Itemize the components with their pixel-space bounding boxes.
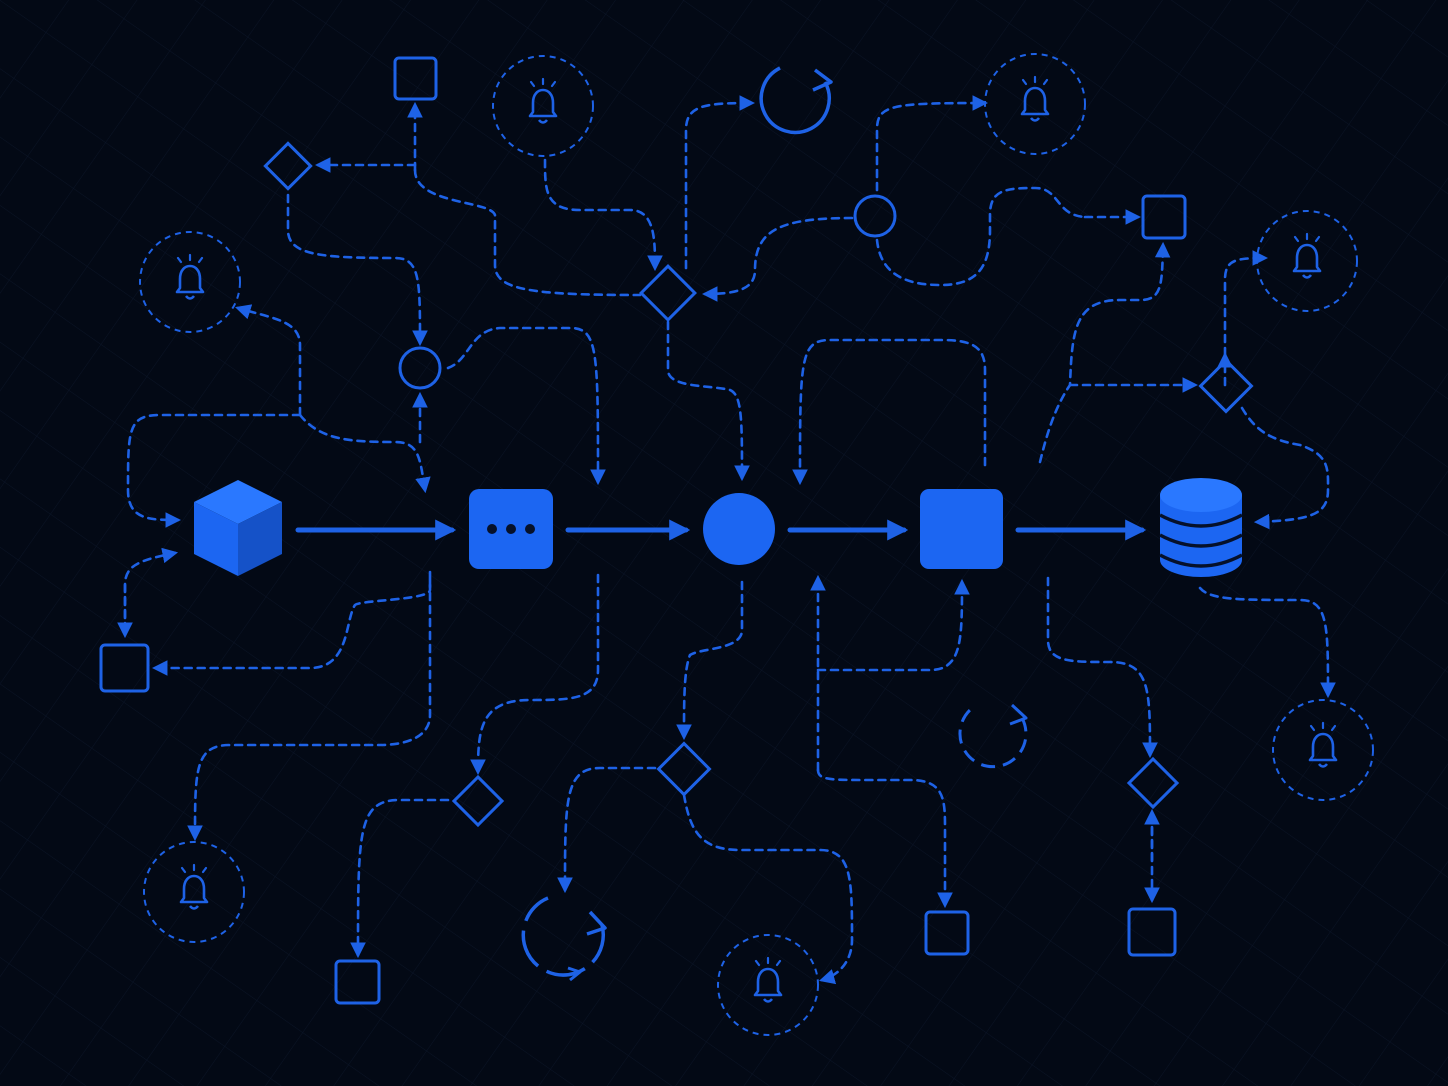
circle-node-icon[interactable]: [703, 493, 775, 565]
square-icon[interactable]: [99, 643, 150, 693]
square-node-icon[interactable]: [920, 489, 1003, 569]
bell-icon[interactable]: [717, 934, 819, 1036]
circle-icon[interactable]: [853, 194, 897, 238]
bell-icon[interactable]: [984, 53, 1086, 155]
square-icon[interactable]: [1127, 907, 1177, 957]
database-icon[interactable]: [1159, 478, 1243, 577]
bell-icon[interactable]: [1272, 699, 1374, 801]
bell-icon[interactable]: [1256, 210, 1358, 312]
diamond-icon[interactable]: [656, 741, 712, 797]
bell-icon[interactable]: [492, 55, 594, 157]
refresh-icon[interactable]: [521, 896, 607, 982]
cube-icon[interactable]: [194, 480, 282, 576]
circle-icon[interactable]: [398, 346, 442, 390]
menu-dots-icon[interactable]: [469, 489, 553, 569]
square-icon[interactable]: [924, 910, 970, 956]
diamond-icon[interactable]: [263, 141, 313, 191]
dashed-connectors: [117, 95, 1336, 985]
bell-icon[interactable]: [143, 841, 245, 943]
diamond-icon[interactable]: [451, 774, 505, 828]
diamond-icon[interactable]: [1198, 358, 1254, 414]
square-icon[interactable]: [1141, 194, 1187, 240]
refresh-icon[interactable]: [759, 66, 833, 135]
refresh-icon[interactable]: [958, 703, 1028, 769]
diamond-icon[interactable]: [1126, 756, 1180, 810]
bell-icon[interactable]: [139, 231, 241, 333]
diamond-icon[interactable]: [639, 264, 697, 322]
square-icon[interactable]: [393, 56, 438, 101]
square-icon[interactable]: [334, 959, 381, 1005]
